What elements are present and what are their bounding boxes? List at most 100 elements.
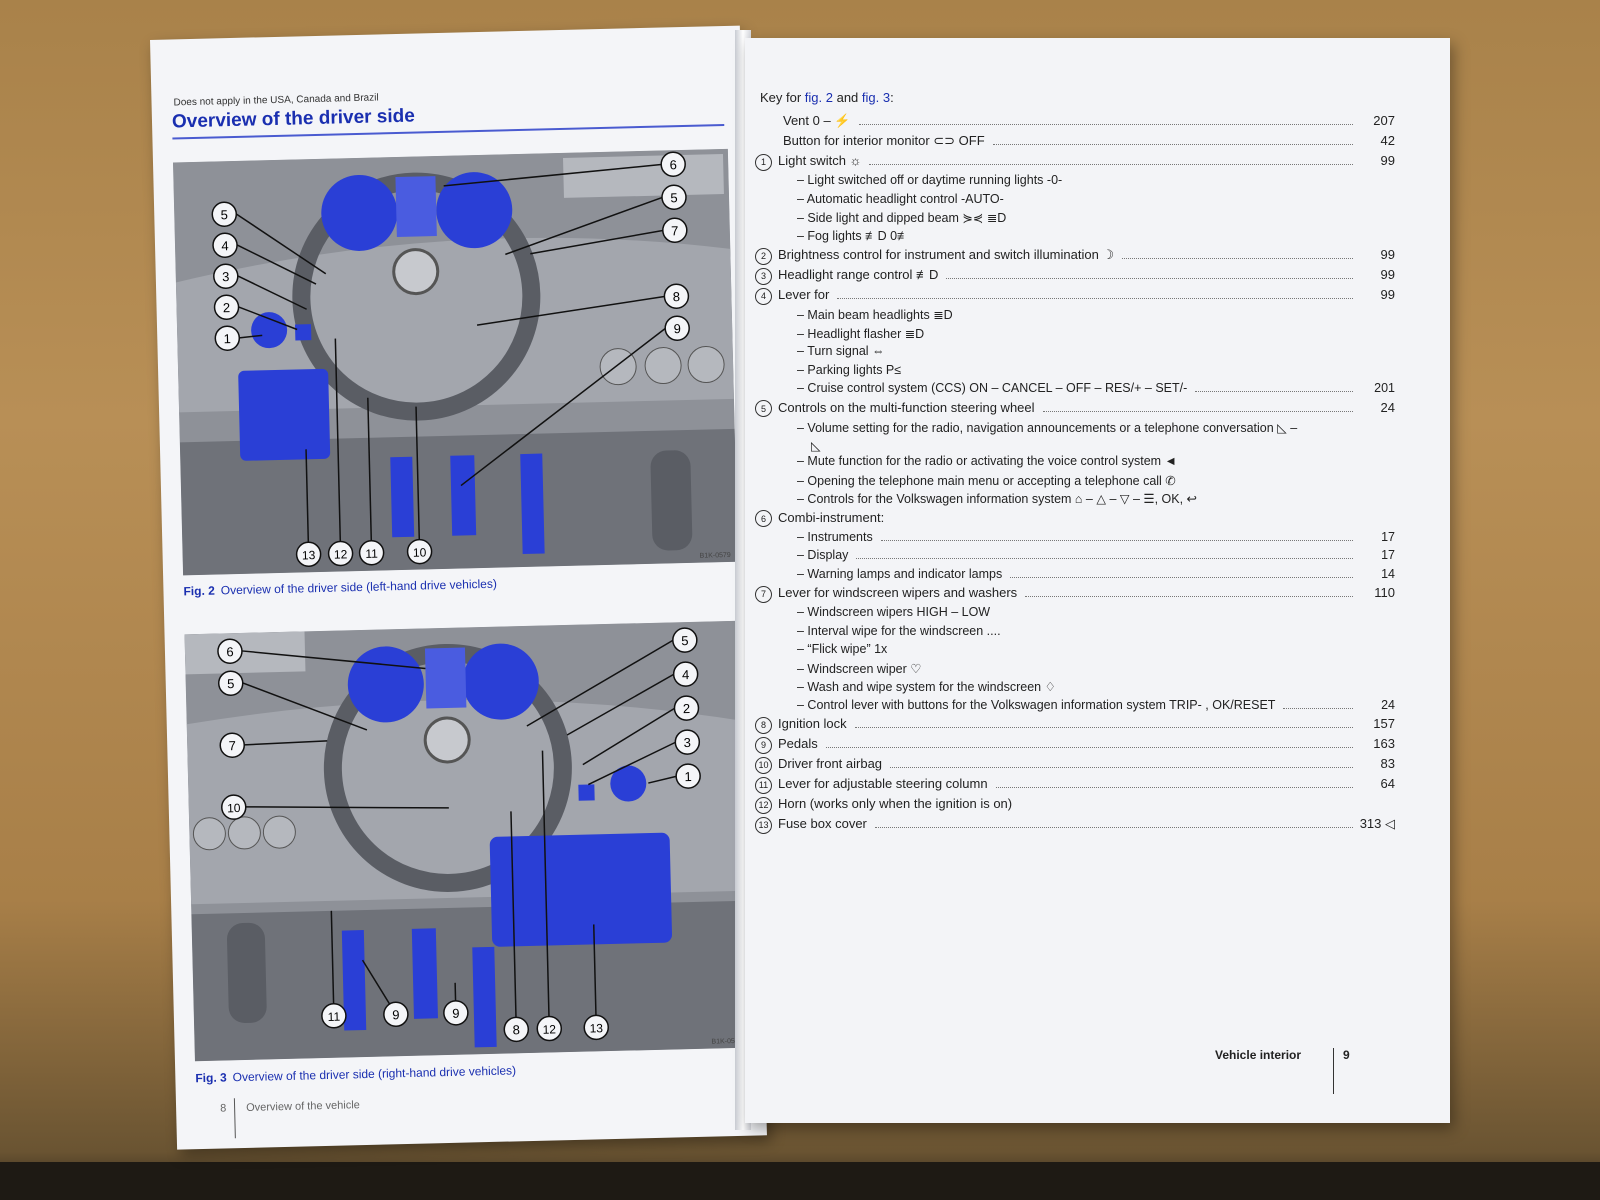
callout-12: 12 — [327, 540, 354, 567]
entry-label: Vent 0 – ⚡ — [783, 113, 851, 128]
callout-13: 13 — [295, 541, 322, 568]
page-reference[interactable]: 42 — [1380, 133, 1395, 148]
leader-dots — [1010, 576, 1353, 578]
leader-dots — [1042, 410, 1353, 412]
page-reference[interactable]: 24 — [1380, 399, 1395, 415]
entry-label: Brightness control for instrument and sw… — [778, 247, 1115, 262]
entry-label: Controls on the multi-function steering … — [778, 399, 1035, 415]
page-reference[interactable]: 99 — [1380, 153, 1395, 168]
key-subentry: – Windscreen wiper ♡ — [755, 661, 1395, 680]
entry-label: – Display — [797, 548, 849, 562]
entry-label: – Cruise control system (CCS) ON – CANCE… — [797, 381, 1188, 395]
callout-number-badge: 6 — [755, 510, 772, 527]
fig3-link[interactable]: fig. 3 — [861, 90, 891, 105]
callout-13: 13 — [583, 1014, 610, 1041]
entry-label: – Interval wipe for the windscreen .... — [797, 623, 1001, 638]
key-subentry: – Headlight flasher ≣D — [755, 326, 1395, 345]
page-reference[interactable]: 14 — [1381, 566, 1395, 581]
svg-text:8: 8 — [673, 289, 681, 304]
left-page: Does not apply in the USA, Canada and Br… — [150, 25, 767, 1150]
region-note: Does not apply in the USA, Canada and Br… — [173, 92, 379, 109]
footer-section-right: Vehicle interior — [1215, 1048, 1302, 1062]
entry-label: Ignition lock — [778, 716, 847, 731]
entry-label: Driver front airbag — [778, 756, 883, 771]
leader-dots — [854, 726, 1353, 728]
entry-label: Light switch ☼ — [778, 153, 862, 168]
footer-divider — [1333, 1048, 1334, 1094]
svg-text:6: 6 — [226, 644, 234, 659]
entry-label: – Warning lamps and indicator lamps — [797, 566, 1003, 581]
key-subentry: – Controls for the Volkswagen informatio… — [755, 491, 1395, 510]
svg-text:1: 1 — [684, 769, 692, 784]
figure-rhd: 6 5 7 10 5 4 2 3 1 11 9 9 8 12 13 B1K-05… — [184, 620, 750, 1062]
key-subentry: – Interval wipe for the windscreen .... — [755, 624, 1395, 643]
callout-1: 1 — [675, 763, 701, 789]
page-reference[interactable]: 110 — [1374, 585, 1395, 600]
svg-text:5: 5 — [220, 207, 228, 222]
page-reference[interactable]: 163 — [1373, 736, 1395, 751]
fig2-link[interactable]: fig. 2 — [804, 90, 833, 105]
callout-11: 11 — [358, 539, 385, 566]
page-reference[interactable]: 99 — [1380, 247, 1395, 262]
entry-label: Lever for windscreen wipers and washers — [778, 585, 1018, 600]
leader-dots — [858, 123, 1353, 125]
svg-text:10: 10 — [413, 545, 427, 559]
leader-dots — [837, 297, 1353, 299]
svg-text:6: 6 — [669, 157, 677, 172]
page-reference[interactable]: 207 — [1373, 113, 1395, 128]
key-subentry: – Windscreen wipers HIGH – LOW — [755, 605, 1395, 624]
page-reference[interactable]: 64 — [1380, 776, 1395, 791]
page-reference[interactable]: 157 — [1373, 716, 1395, 731]
page-reference[interactable]: 17 — [1381, 529, 1395, 544]
entry-label: – Fog lights ≢D 0≢ — [797, 228, 910, 243]
svg-text:5: 5 — [670, 190, 678, 205]
key-subentry: – Display 17 — [755, 548, 1395, 567]
entry-label: Pedals — [778, 736, 818, 751]
svg-text:7: 7 — [671, 223, 679, 238]
callout-5: 5 — [217, 670, 244, 696]
callout-1: 1 — [214, 325, 241, 351]
callout-5b: 5 — [661, 184, 687, 210]
key-heading: Key for fig. 2 and fig. 3: — [760, 90, 894, 105]
page-reference[interactable]: 201 — [1374, 381, 1395, 395]
key-entry: 10 Driver front airbag 83 — [755, 756, 1395, 776]
figure-label: Fig. 3 — [195, 1070, 227, 1086]
svg-text:2: 2 — [683, 701, 691, 716]
page-reference[interactable]: 83 — [1380, 756, 1395, 771]
entry-label: Button for interior monitor ⊂⊃ OFF — [783, 133, 985, 148]
key-entry: 5 Controls on the multi-function steering… — [755, 400, 1395, 420]
key-subentry: – Warning lamps and indicator lamps 14 — [755, 567, 1395, 586]
figure-code: B1K-0579 — [700, 552, 731, 560]
leader-dots — [874, 826, 1353, 828]
leader-dots — [946, 277, 1353, 279]
entry-label: – Turn signal ⇔ — [797, 344, 885, 358]
callout-8: 8 — [503, 1016, 530, 1043]
callout-number-badge: 10 — [755, 756, 772, 774]
entry-label: – Main beam headlights ≣D — [797, 308, 953, 322]
callout-3: 3 — [213, 263, 239, 289]
page-reference[interactable]: 99 — [1380, 287, 1395, 302]
callout-4: 4 — [672, 661, 699, 687]
callout-number-badge: 4 — [755, 287, 772, 305]
entry-label: – Side light and dipped beam ⋟⋞ ≣D — [797, 211, 1007, 225]
entry-label: Headlight range control ≢D — [778, 267, 939, 282]
svg-text:11: 11 — [328, 1010, 341, 1024]
callout-4: 4 — [212, 232, 238, 258]
key-subentry: – Control lever with buttons for the Vol… — [755, 698, 1395, 717]
callout-number-badge: 5 — [755, 400, 772, 417]
entry-label: – Parking lights P≤ — [797, 362, 902, 377]
key-subentry: – Side light and dipped beam ⋟⋞ ≣D — [755, 210, 1395, 229]
page-reference[interactable]: 17 — [1381, 548, 1395, 562]
leader-dots — [856, 557, 1353, 559]
page-reference[interactable]: 313 ◁ — [1359, 816, 1395, 831]
page-reference[interactable]: 24 — [1381, 697, 1395, 712]
callout-number-badge: 13 — [755, 816, 772, 834]
callout-10: 10 — [406, 538, 433, 565]
page-reference[interactable]: 99 — [1380, 267, 1395, 282]
